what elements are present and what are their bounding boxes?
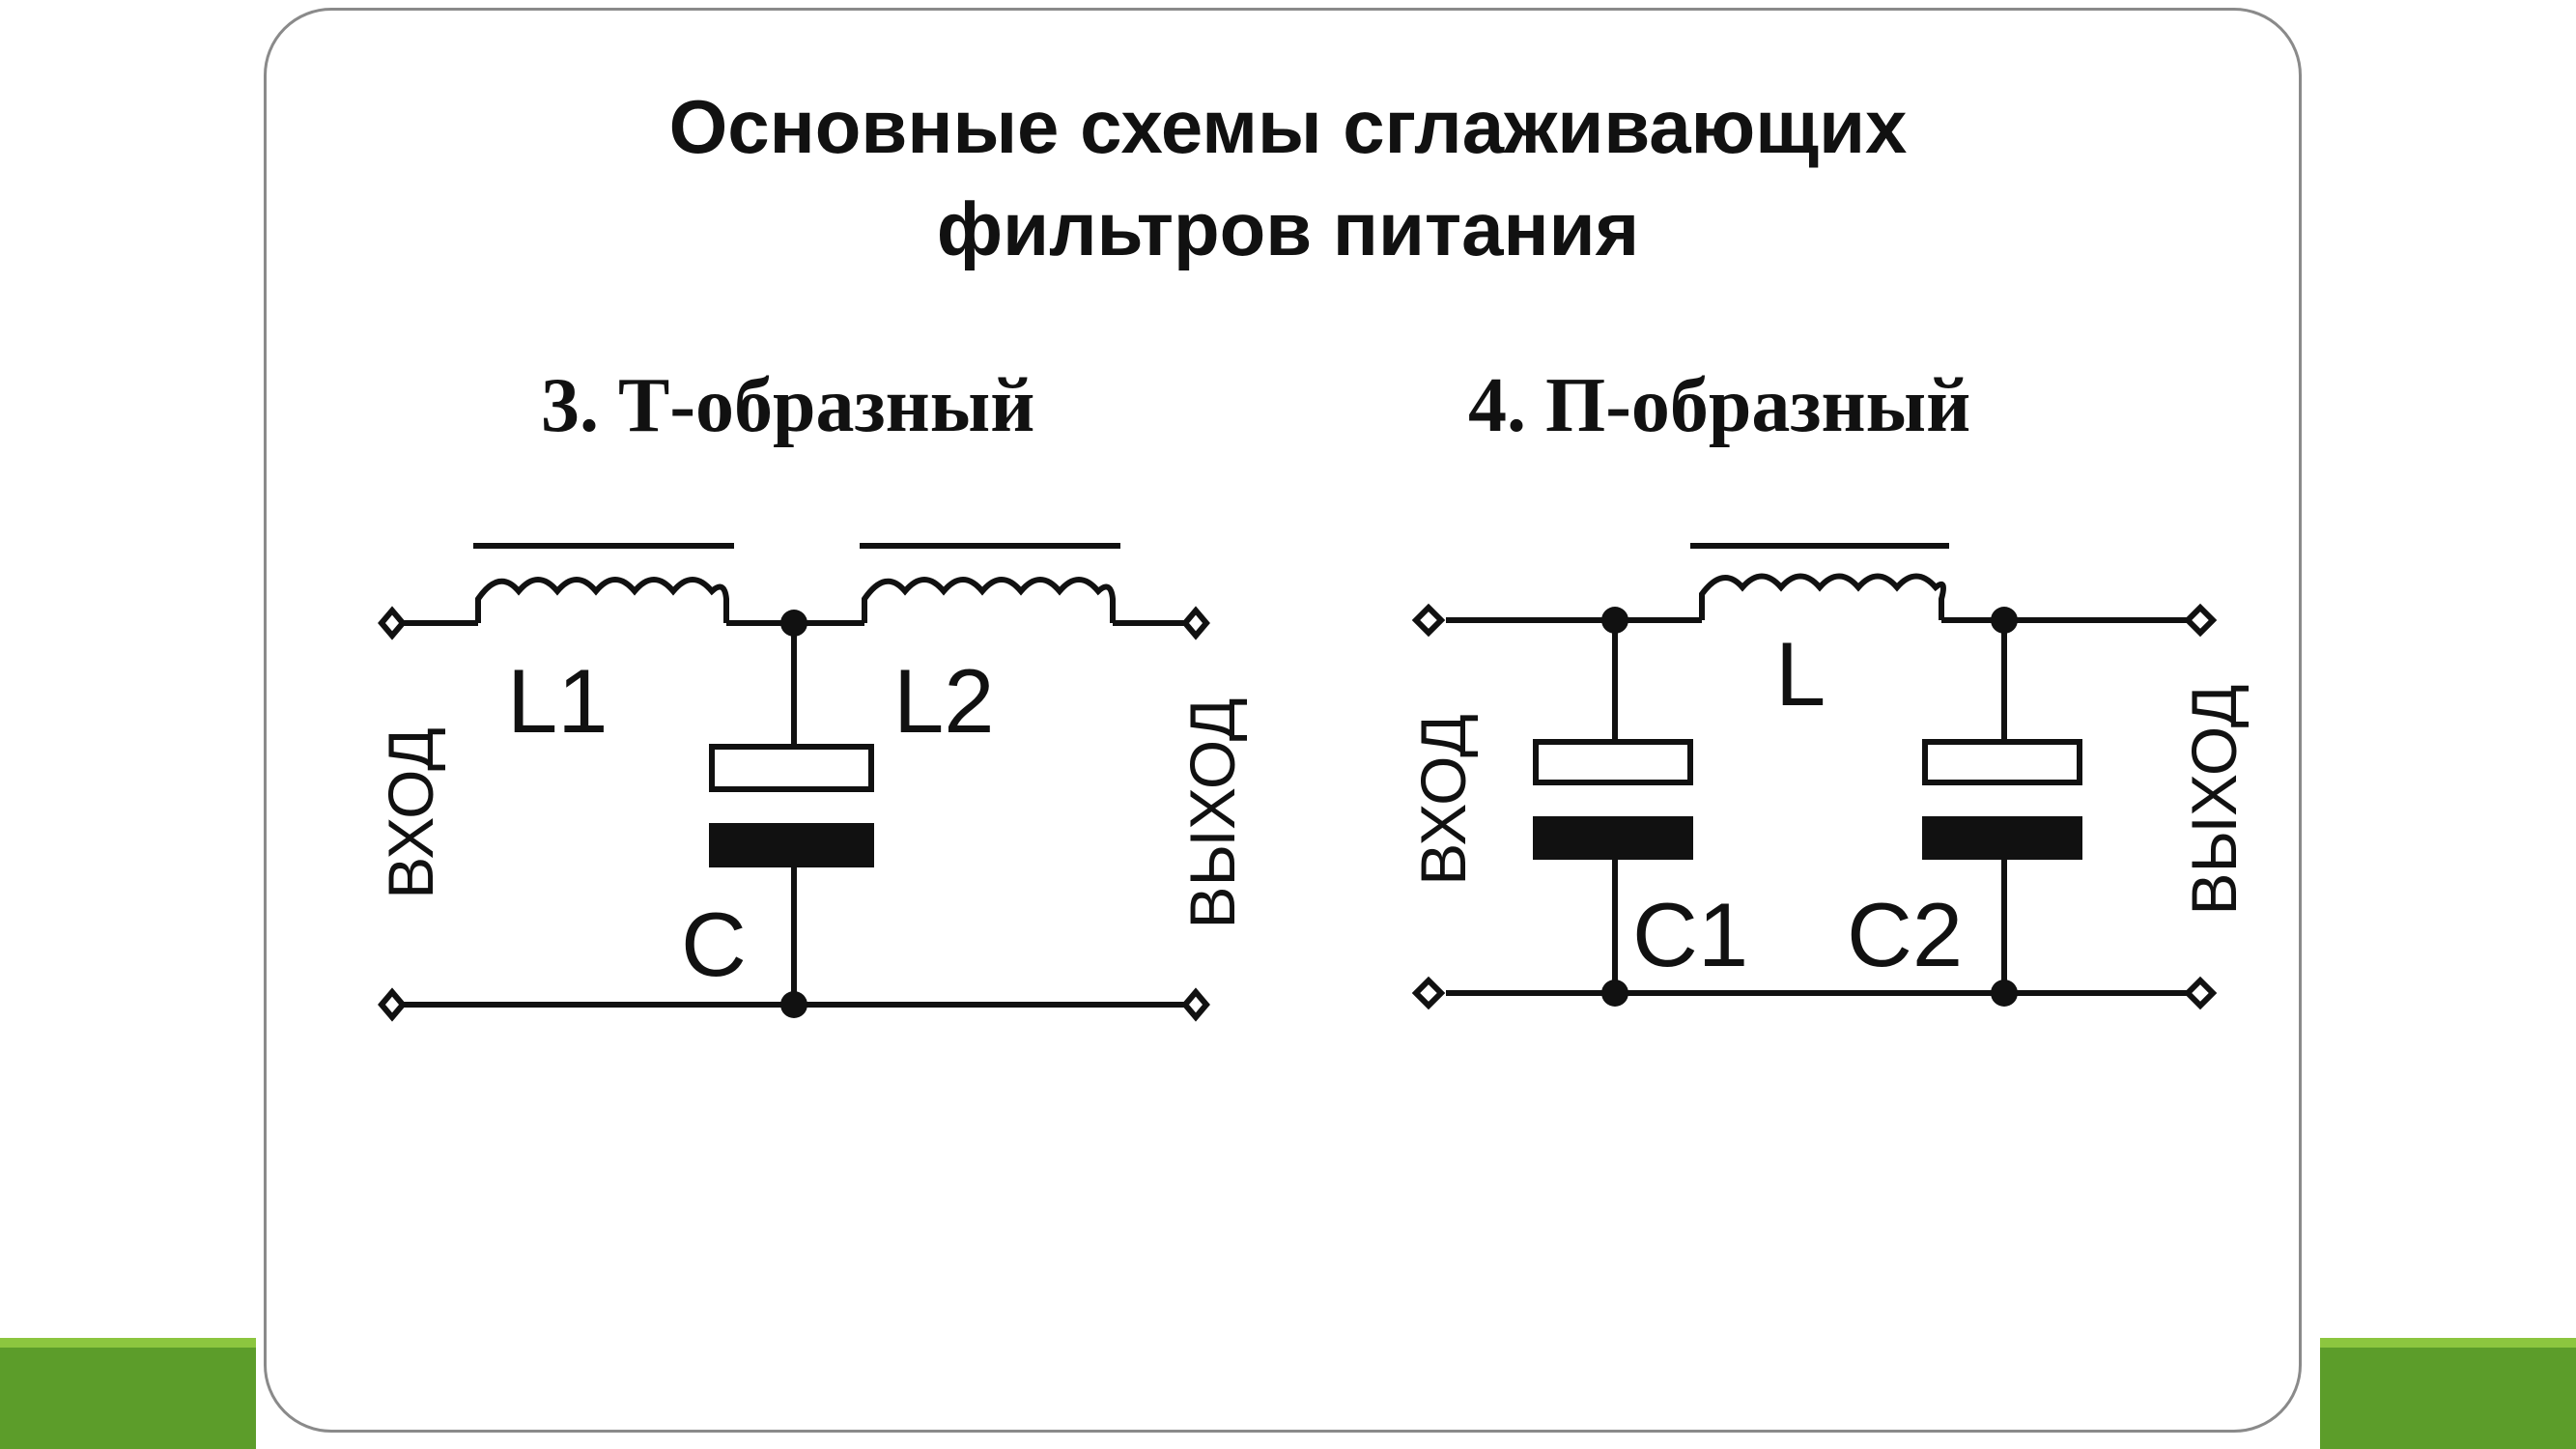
t-output-terminal-top	[1181, 606, 1210, 640]
pi-input-terminal-bottom	[1411, 976, 1446, 1010]
accent-bar-left	[0, 1338, 256, 1449]
t-filter-heading: 3. Т-образный	[541, 363, 1035, 448]
pi-label-c1: C1	[1632, 884, 1748, 985]
t-output-label: ВЫХОД	[1176, 698, 1248, 929]
t-label-l2: L2	[893, 650, 995, 752]
t-label-c: C	[681, 894, 747, 995]
pi-filter-heading: 4. П-образный	[1468, 363, 1971, 448]
pi-label-l: L	[1775, 623, 1826, 724]
t-output-terminal-bottom	[1181, 987, 1210, 1022]
t-input-terminal-bottom	[378, 987, 407, 1022]
pi-junction-c2-top	[1991, 607, 2018, 634]
pi-c2-plate-open	[1922, 739, 2082, 785]
pi-label-c2: C2	[1847, 884, 1963, 985]
accent-bar-right	[2320, 1338, 2576, 1449]
t-junction-top	[780, 610, 807, 637]
t-input-label: ВХОД	[375, 727, 446, 899]
pi-junction-c1-bottom	[1601, 980, 1628, 1007]
pi-c2-plate-filled	[1922, 816, 2082, 860]
pi-c1-plate-filled	[1533, 816, 1693, 860]
pi-output-terminal-top	[2183, 603, 2218, 638]
pi-filter-circuit	[1411, 543, 2218, 1010]
pi-output-terminal-bottom	[2183, 976, 2218, 1010]
pi-input-terminal-top	[1411, 603, 1446, 638]
slide-frame	[264, 8, 2302, 1433]
t-cap-plate-open	[709, 744, 874, 792]
pi-junction-c2-bottom	[1991, 980, 2018, 1007]
slide-title-line-2: фильтров питания	[936, 186, 1640, 271]
t-inductor-l2-coil	[862, 577, 1116, 623]
pi-junction-c1-top	[1601, 607, 1628, 634]
t-inductor-l1-coil	[475, 577, 729, 623]
pi-c1-plate-open	[1533, 739, 1693, 785]
t-input-terminal-top	[378, 606, 407, 640]
slide-title-line-1: Основные схемы сглаживающих	[668, 84, 1908, 169]
pi-input-label: ВХОД	[1407, 714, 1479, 886]
t-label-l1: L1	[507, 650, 609, 752]
t-cap-plate-filled	[709, 823, 874, 867]
t-junction-bottom	[780, 991, 807, 1018]
pi-inductor-coil	[1699, 573, 1946, 620]
pi-output-label: ВЫХОД	[2178, 685, 2250, 916]
